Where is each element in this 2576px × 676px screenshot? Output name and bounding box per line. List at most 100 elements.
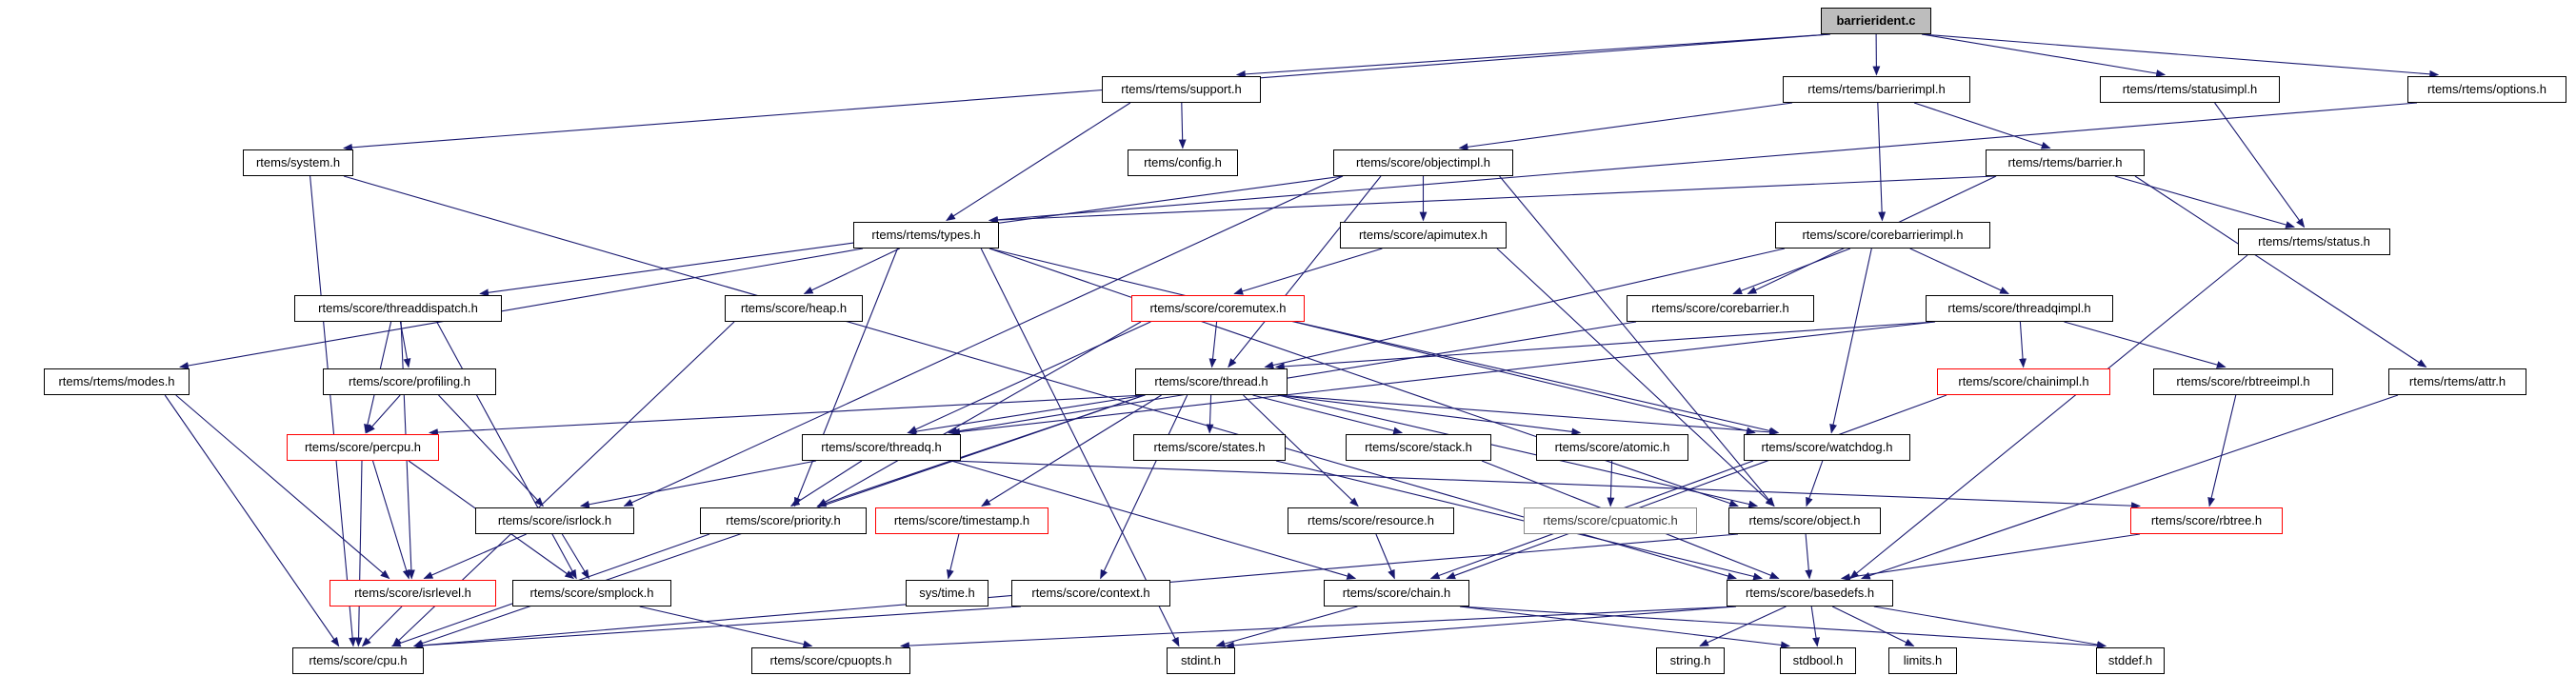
graph-node-barrier[interactable]: rtems/rtems/barrier.h bbox=[1986, 149, 2145, 176]
graph-node-priority[interactable]: rtems/score/priority.h bbox=[700, 507, 867, 534]
graph-node-threadq[interactable]: rtems/score/threadq.h bbox=[802, 434, 961, 461]
graph-node-object[interactable]: rtems/score/object.h bbox=[1728, 507, 1881, 534]
graph-node-barrierimpl[interactable]: rtems/rtems/barrierimpl.h bbox=[1783, 76, 1970, 103]
graph-edge-coremutex-priority bbox=[817, 321, 1142, 507]
graph-edge-smplock-cpuopts bbox=[639, 606, 813, 648]
graph-node-cpuopts[interactable]: rtems/score/cpuopts.h bbox=[751, 647, 910, 674]
graph-edge-types-priority bbox=[793, 248, 899, 507]
graph-node-attr[interactable]: rtems/rtems/attr.h bbox=[2388, 368, 2526, 395]
graph-node-threadqimpl[interactable]: rtems/score/threadqimpl.h bbox=[1926, 295, 2113, 322]
graph-node-cpuatomic[interactable]: rtems/score/cpuatomic.h bbox=[1524, 507, 1697, 534]
graph-node-cpu[interactable]: rtems/score/cpu.h bbox=[292, 647, 424, 674]
graph-node-coremutex[interactable]: rtems/score/coremutex.h bbox=[1131, 295, 1305, 322]
graph-edge-threadqimpl-chainimpl bbox=[2019, 321, 2027, 368]
graph-edge-apimutex-object bbox=[1496, 248, 1775, 507]
graph-node-stack[interactable]: rtems/score/stack.h bbox=[1346, 434, 1491, 461]
graph-edge-thread-watchdog bbox=[1277, 394, 1779, 436]
graph-edge-barrierimpl-objectimpl bbox=[1458, 102, 1793, 151]
graph-edge-basedefs-limits bbox=[1831, 606, 1915, 646]
graph-node-context[interactable]: rtems/score/context.h bbox=[1011, 580, 1170, 606]
graph-edge-atomic-cpuatomic bbox=[1607, 460, 1615, 507]
graph-edge-threadq-chain bbox=[950, 460, 1357, 580]
graph-edge-barrier-types bbox=[988, 175, 1996, 225]
graph-node-string[interactable]: string.h bbox=[1656, 647, 1725, 674]
graph-node-limits[interactable]: limits.h bbox=[1888, 647, 1957, 674]
graph-node-isrlock[interactable]: rtems/score/isrlock.h bbox=[475, 507, 634, 534]
graph-edge-modes-cpu bbox=[164, 394, 340, 647]
graph-node-stddef[interactable]: stddef.h bbox=[2096, 647, 2165, 674]
graph-node-modes[interactable]: rtems/rtems/modes.h bbox=[44, 368, 190, 395]
graph-node-apimutex[interactable]: rtems/score/apimutex.h bbox=[1340, 222, 1507, 249]
graph-edge-objectimpl-isrlock bbox=[623, 175, 1344, 507]
graph-edge-chainimpl-chain bbox=[1446, 394, 1947, 580]
graph-node-system[interactable]: rtems/system.h bbox=[243, 149, 353, 176]
graph-node-resource[interactable]: rtems/score/resource.h bbox=[1288, 507, 1454, 534]
graph-edge-chain-stddef bbox=[1459, 606, 2107, 649]
graph-edge-barrierident-statusimpl bbox=[1921, 33, 2167, 77]
graph-edge-types-modes bbox=[179, 248, 864, 369]
graph-node-corebarrierimpl[interactable]: rtems/score/corebarrierimpl.h bbox=[1775, 222, 1990, 249]
graph-node-isrlevel[interactable]: rtems/score/isrlevel.h bbox=[329, 580, 496, 606]
graph-node-thread[interactable]: rtems/score/thread.h bbox=[1135, 368, 1288, 395]
graph-edge-timestamp-systime bbox=[946, 533, 960, 580]
graph-edge-threadq-priority bbox=[789, 460, 863, 507]
graph-edge-types-watchdog bbox=[988, 248, 1756, 435]
graph-node-statusimpl[interactable]: rtems/rtems/statusimpl.h bbox=[2100, 76, 2280, 103]
graph-node-heap[interactable]: rtems/score/heap.h bbox=[725, 295, 863, 322]
graph-edge-types-object bbox=[988, 248, 1739, 507]
graph-node-systime[interactable]: sys/time.h bbox=[906, 580, 988, 606]
graph-edge-status-basedefs bbox=[1849, 254, 2248, 580]
graph-node-timestamp[interactable]: rtems/score/timestamp.h bbox=[875, 507, 1048, 534]
graph-edge-modes-isrlevel bbox=[175, 394, 390, 580]
graph-node-config[interactable]: rtems/config.h bbox=[1128, 149, 1238, 176]
graph-edge-barrierident-options bbox=[1921, 33, 2440, 78]
graph-edge-percpu-isrlevel bbox=[371, 460, 410, 580]
graph-node-states[interactable]: rtems/score/states.h bbox=[1133, 434, 1286, 461]
graph-edge-barrier-status bbox=[2114, 175, 2296, 229]
graph-edge-profiling-isrlock bbox=[438, 394, 544, 507]
graph-node-atomic[interactable]: rtems/score/atomic.h bbox=[1536, 434, 1688, 461]
graph-node-options[interactable]: rtems/rtems/options.h bbox=[2407, 76, 2566, 103]
graph-edge-thread-object bbox=[1277, 394, 1759, 508]
graph-edge-isrlevel-cpu bbox=[361, 606, 403, 647]
graph-edge-types-heap bbox=[803, 248, 900, 294]
graph-edge-threadq-isrlock bbox=[579, 460, 817, 508]
graph-node-corebarrier[interactable]: rtems/score/corebarrier.h bbox=[1627, 295, 1814, 322]
graph-node-percpu[interactable]: rtems/score/percpu.h bbox=[287, 434, 439, 461]
graph-edge-barrierimpl-corebarrierimpl bbox=[1877, 102, 1887, 222]
graph-edge-threaddispatch-smplock bbox=[436, 321, 577, 580]
graph-node-stdint[interactable]: stdint.h bbox=[1167, 647, 1235, 674]
graph-node-threaddispatch[interactable]: rtems/score/threaddispatch.h bbox=[294, 295, 502, 322]
graph-edge-corebarrierimpl-corebarrier bbox=[1732, 248, 1851, 295]
graph-node-smplock[interactable]: rtems/score/smplock.h bbox=[512, 580, 671, 606]
graph-node-profiling[interactable]: rtems/score/profiling.h bbox=[323, 368, 496, 395]
graph-edge-rbtreeimpl-rbtree bbox=[2207, 394, 2237, 507]
graph-node-chain[interactable]: rtems/score/chain.h bbox=[1324, 580, 1469, 606]
graph-node-basedefs[interactable]: rtems/score/basedefs.h bbox=[1727, 580, 1893, 606]
graph-edge-isrlock-isrlevel bbox=[423, 533, 527, 580]
graph-edge-thread-priority bbox=[816, 394, 1146, 507]
graph-node-status[interactable]: rtems/rtems/status.h bbox=[2238, 229, 2390, 255]
graph-node-objectimpl[interactable]: rtems/score/objectimpl.h bbox=[1333, 149, 1513, 176]
graph-node-watchdog[interactable]: rtems/score/watchdog.h bbox=[1744, 434, 1910, 461]
graph-edge-thread-resource bbox=[1243, 394, 1359, 507]
graph-edge-thread-percpu bbox=[429, 394, 1146, 436]
graph-edge-statusimpl-status bbox=[2214, 102, 2306, 229]
graph-node-chainimpl[interactable]: rtems/score/chainimpl.h bbox=[1937, 368, 2110, 395]
graph-node-rbtree[interactable]: rtems/score/rbtree.h bbox=[2130, 507, 2283, 534]
graph-edge-resource-chain bbox=[1375, 533, 1395, 580]
graph-node-types[interactable]: rtems/rtems/types.h bbox=[853, 222, 999, 249]
graph-edge-coremutex-thread bbox=[1208, 321, 1218, 368]
graph-node-support[interactable]: rtems/rtems/support.h bbox=[1102, 76, 1261, 103]
graph-edge-support-config bbox=[1178, 102, 1187, 149]
graph-edge-threadqimpl-rbtreeimpl bbox=[2064, 321, 2227, 368]
graph-edge-thread-stack bbox=[1252, 394, 1404, 435]
graph-edge-support-types bbox=[946, 102, 1131, 222]
graph-edge-chain-stdbool bbox=[1459, 606, 1790, 649]
graph-node-rbtreeimpl[interactable]: rtems/score/rbtreeimpl.h bbox=[2153, 368, 2333, 395]
graph-node-stdbool[interactable]: stdbool.h bbox=[1780, 647, 1856, 674]
graph-edge-objectimpl-thread bbox=[1228, 175, 1382, 368]
graph-edge-threadqimpl-threadq bbox=[950, 321, 1936, 436]
graph-edge-threadq-rbtree bbox=[950, 460, 2141, 510]
graph-edge-isrlock-smplock bbox=[561, 533, 589, 580]
